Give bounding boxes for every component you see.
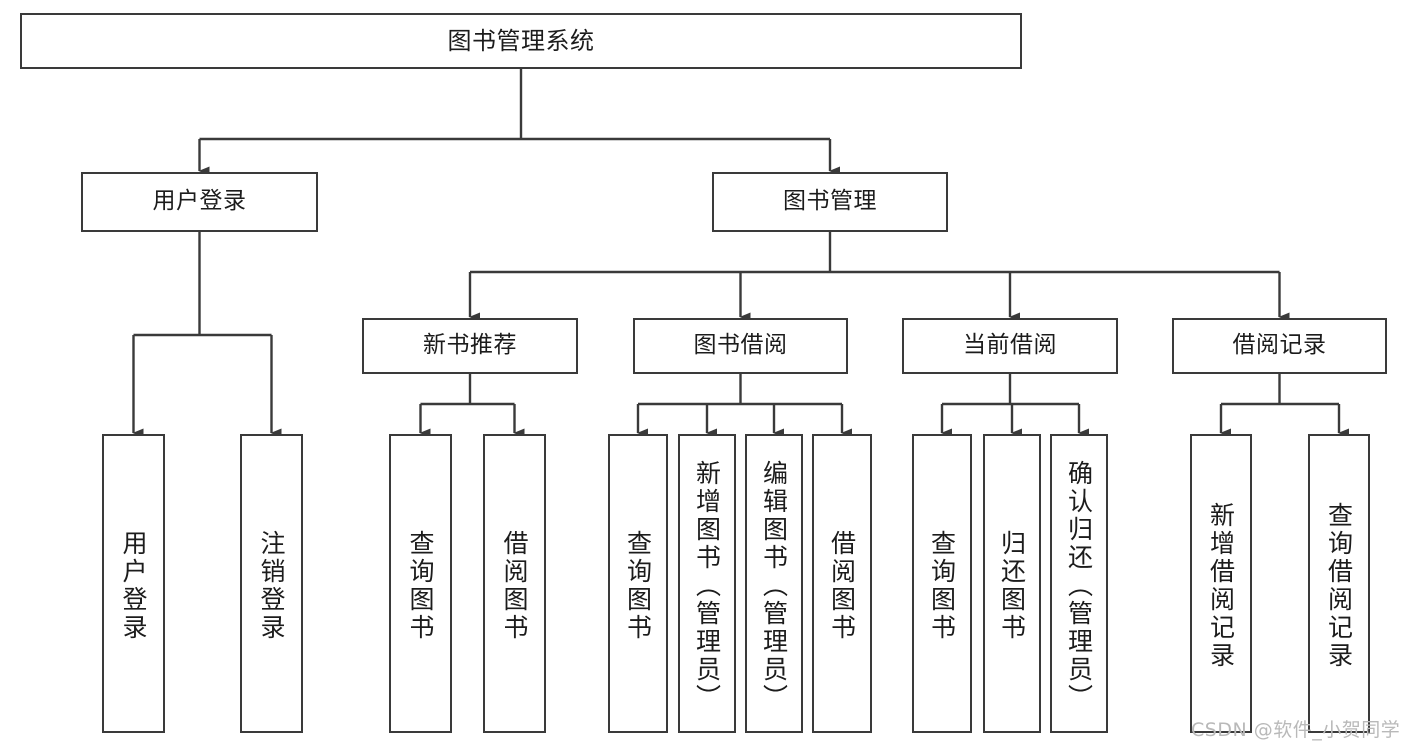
node-root[interactable]: 图书管理系统 bbox=[20, 13, 1022, 69]
node-label-leaf-query-record: 查询借阅记录 bbox=[1324, 502, 1354, 670]
node-leaf-confirm-return[interactable]: 确认归还（管理员） bbox=[1050, 434, 1108, 733]
node-label-current-borrow: 当前借阅 bbox=[963, 332, 1057, 359]
node-label-leaf-borrow-book-2: 借阅图书 bbox=[827, 530, 857, 642]
node-label-leaf-add-book: 新增图书（管理员） bbox=[692, 460, 722, 712]
node-label-leaf-borrow-book-1: 借阅图书 bbox=[500, 530, 529, 642]
node-leaf-add-book[interactable]: 新增图书（管理员） bbox=[678, 434, 736, 733]
node-leaf-borrow-book-1[interactable]: 借阅图书 bbox=[483, 434, 546, 733]
node-borrow-record[interactable]: 借阅记录 bbox=[1172, 318, 1387, 374]
node-leaf-query-record[interactable]: 查询借阅记录 bbox=[1308, 434, 1370, 733]
node-leaf-edit-book[interactable]: 编辑图书（管理员） bbox=[745, 434, 803, 733]
node-leaf-query-book-2[interactable]: 查询图书 bbox=[608, 434, 668, 733]
node-book-borrow[interactable]: 图书借阅 bbox=[633, 318, 848, 374]
node-current-borrow[interactable]: 当前借阅 bbox=[902, 318, 1118, 374]
node-label-book-manage: 图书管理 bbox=[783, 188, 877, 215]
node-label-book-borrow: 图书借阅 bbox=[693, 332, 788, 359]
connector-paths bbox=[132, 69, 1349, 438]
node-user-login[interactable]: 用户登录 bbox=[81, 172, 318, 232]
node-label-leaf-query-book-2: 查询图书 bbox=[623, 530, 653, 642]
node-leaf-add-record[interactable]: 新增借阅记录 bbox=[1190, 434, 1252, 733]
node-label-leaf-add-record: 新增借阅记录 bbox=[1206, 502, 1236, 670]
node-label-leaf-return-book: 归还图书 bbox=[997, 530, 1027, 642]
node-leaf-query-book-3[interactable]: 查询图书 bbox=[912, 434, 972, 733]
node-book-manage[interactable]: 图书管理 bbox=[712, 172, 948, 232]
node-label-leaf-query-book-3: 查询图书 bbox=[927, 530, 957, 642]
node-label-leaf-query-book-1: 查询图书 bbox=[406, 530, 435, 642]
node-leaf-user-login[interactable]: 用户登录 bbox=[102, 434, 165, 733]
node-leaf-borrow-book-2[interactable]: 借阅图书 bbox=[812, 434, 872, 733]
node-label-leaf-user-logout: 注销登录 bbox=[257, 530, 286, 642]
node-new-book-rec[interactable]: 新书推荐 bbox=[362, 318, 578, 374]
node-label-borrow-record: 借阅记录 bbox=[1232, 332, 1327, 359]
node-label-root: 图书管理系统 bbox=[447, 26, 595, 55]
node-label-leaf-confirm-return: 确认归还（管理员） bbox=[1064, 460, 1094, 712]
node-leaf-user-logout[interactable]: 注销登录 bbox=[240, 434, 303, 733]
node-label-user-login: 用户登录 bbox=[152, 188, 247, 215]
node-leaf-return-book[interactable]: 归还图书 bbox=[983, 434, 1041, 733]
node-label-leaf-user-login: 用户登录 bbox=[119, 530, 148, 642]
node-label-new-book-rec: 新书推荐 bbox=[423, 332, 517, 359]
node-leaf-query-book-1[interactable]: 查询图书 bbox=[389, 434, 452, 733]
node-label-leaf-edit-book: 编辑图书（管理员） bbox=[759, 460, 789, 712]
watermark-text: CSDN @软件_小贺同学 bbox=[1191, 719, 1401, 741]
